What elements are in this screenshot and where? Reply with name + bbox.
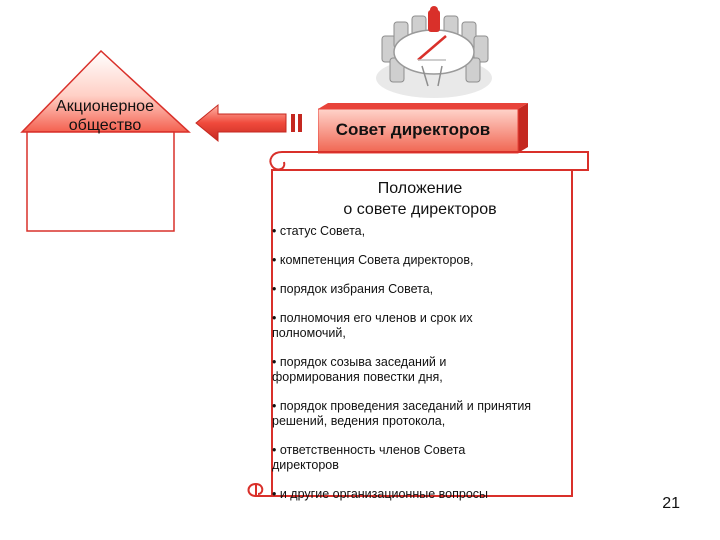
regulation-scroll <box>247 151 589 497</box>
list-item: • статус Совета, <box>272 224 366 238</box>
house-body <box>26 131 175 232</box>
house-diagram <box>20 50 191 232</box>
list-item: • порядок проведения заседаний и приняти… <box>272 399 532 428</box>
regulation-title-line: Положение о совете директоров <box>343 180 497 218</box>
list-item: • компетенция Совета директоров, <box>272 253 474 267</box>
board-box <box>318 103 528 154</box>
regulation-title: Положение о совете директоров <box>300 178 540 220</box>
left-arrow-icon <box>195 103 302 143</box>
list-item: • и другие организационные вопросы <box>272 487 489 501</box>
board-table-image <box>376 6 492 98</box>
page-number: 21 <box>662 495 680 512</box>
list-item: • ответственность членов Совета директор… <box>272 443 466 472</box>
board-label: Совет директоров <box>335 120 491 139</box>
list-item: • полномочия его членов и срок их полном… <box>272 311 473 340</box>
list-item: • порядок избрания Совета, <box>272 282 434 296</box>
house-label: Акционерное общество <box>56 98 154 134</box>
list-item: • порядок созыва заседаний и формировани… <box>272 355 447 384</box>
regulation-list: • статус Совета, • компетенция Совета ди… <box>272 224 567 502</box>
